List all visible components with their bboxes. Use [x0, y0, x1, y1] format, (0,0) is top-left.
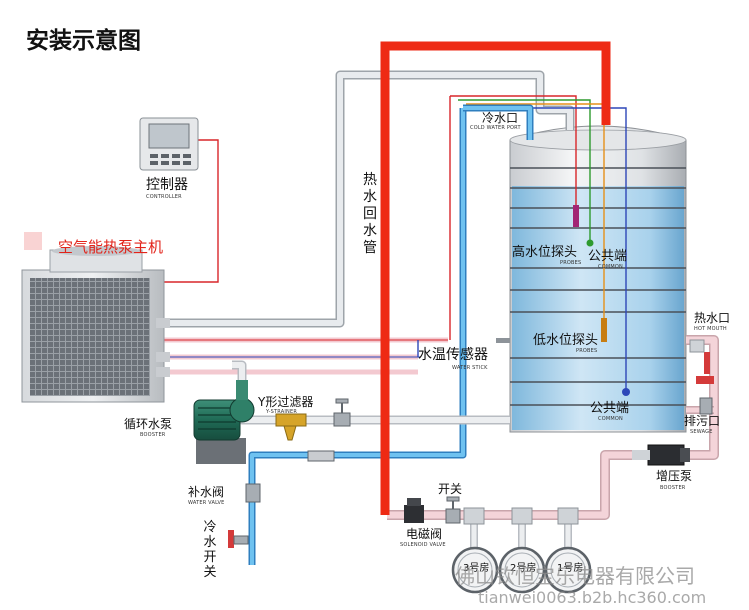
sewage-label: 排污口: [684, 414, 721, 428]
solenoid-valve-label: 电磁阀: [406, 527, 443, 541]
booster-pump: [632, 444, 690, 466]
switch-label: 开关: [438, 482, 463, 496]
controller-panel: [139, 117, 199, 171]
cold-port-sublabel: COLD WATER PORT: [470, 125, 521, 131]
temp-sensor-stick: [496, 338, 510, 343]
y-strainer-device: [275, 413, 307, 441]
low-probe-label: 低水位探头: [533, 333, 599, 348]
refill-valve-label: 补水阀: [188, 485, 225, 499]
circulation-pump: [193, 380, 255, 464]
sewage-sublabel: SEWAGE: [690, 429, 713, 435]
booster-label: 增压泵: [656, 469, 693, 483]
page-title: 安装示意图: [26, 28, 141, 54]
pipe-fittings: [463, 507, 579, 525]
cold-water-pipe: [248, 104, 534, 565]
outlet-valves: [689, 339, 714, 384]
y-strainer-label: Y形过滤器: [258, 395, 314, 409]
watermark-url: tianwei0063.b2b.hc360.com: [478, 588, 707, 607]
heat-pump-circuit-lines: [160, 337, 448, 375]
watermark-company: 佛山钦恒宝乐电器有限公司: [455, 564, 695, 588]
cold-switch-valve: [228, 530, 249, 548]
cold-port-label: 冷水口: [482, 111, 519, 125]
room-1-label: 1号房: [557, 563, 584, 574]
room-3-label: 3号房: [463, 563, 490, 574]
room-2-label: 2号房: [510, 563, 537, 574]
hot-port-sublabel: HOT MOUTH: [694, 326, 727, 332]
booster-sublabel: BOOSTER: [660, 485, 686, 491]
common-bottom-label: 公共端: [590, 401, 630, 416]
temp-sensor-label: 水温传感器: [418, 347, 488, 363]
circulation-pump-sublabel: BOOSTER: [140, 432, 166, 438]
high-probe-sublabel: PROBES: [560, 260, 582, 266]
controller-sublabel: CONTROLLER: [146, 194, 182, 200]
hot-return-pipe-label: 热水回水管: [363, 172, 377, 256]
solenoid-valve-device: [404, 498, 424, 523]
temp-sensor-sublabel: WATER STICK: [452, 365, 488, 371]
refill-valve-sublabel: WATER VALVE: [188, 500, 225, 506]
low-probe-sublabel: PROBES: [576, 348, 598, 354]
y-strainer-sublabel: Y-STRAINER: [266, 409, 298, 415]
valves: [245, 397, 713, 524]
heat-pump-unit: [21, 246, 170, 403]
high-probe-label: 高水位探头: [512, 245, 578, 260]
cold-switch-label: 冷水开关: [203, 520, 217, 580]
heat-pump-label: 空气能热泵主机: [58, 238, 164, 256]
water-tank: [509, 125, 687, 433]
probes: [573, 205, 630, 396]
controller-label: 控制器: [146, 177, 188, 193]
hot-water-pipe: [380, 41, 611, 515]
room-gauges: [451, 546, 592, 594]
common-bottom-sublabel: COMMON: [598, 416, 623, 422]
circulation-pump-label: 循环水泵: [124, 417, 173, 431]
common-top-label: 公共端: [588, 249, 628, 264]
hot-return-pipe: [170, 70, 575, 328]
solenoid-valve-sublabel: SOLENOID VALVE: [400, 542, 446, 548]
logo-mark: [24, 232, 42, 250]
controller-wire: [160, 139, 219, 283]
hot-port-label: 热水口: [694, 311, 731, 325]
tank-water: [512, 186, 684, 430]
common-top-sublabel: COMMON: [598, 264, 623, 270]
